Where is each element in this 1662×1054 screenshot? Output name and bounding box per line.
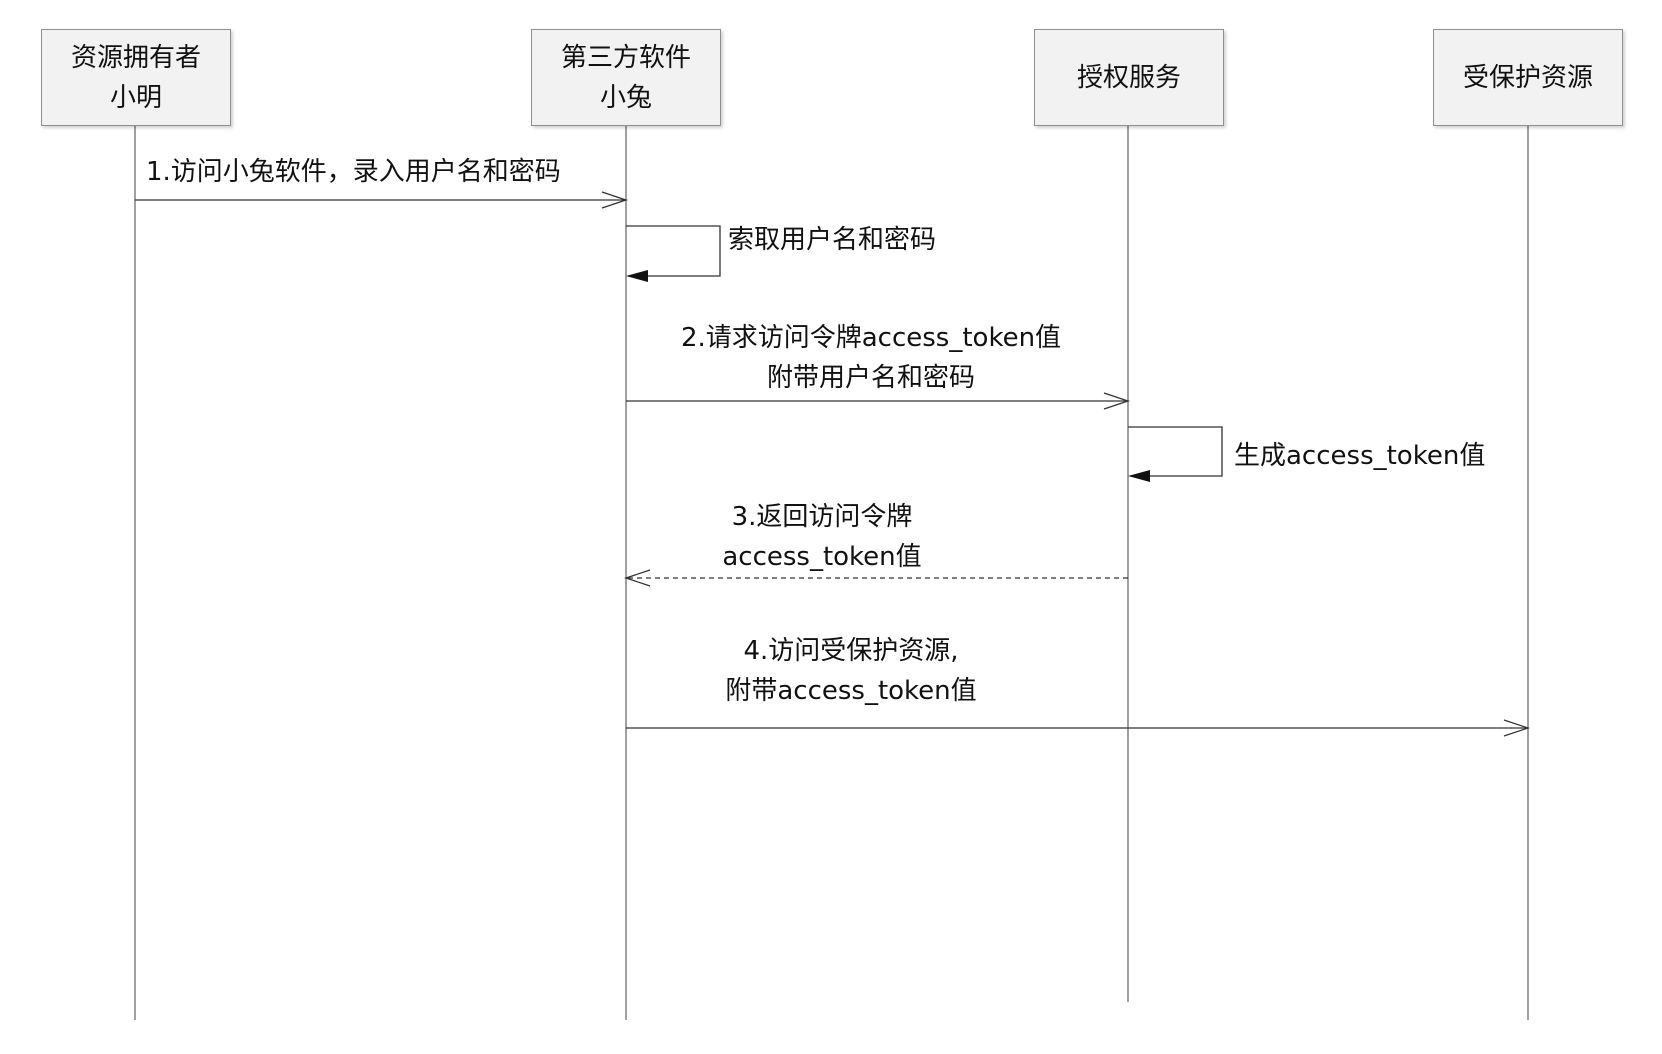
message-m2-line-1: 索取用户名和密码 — [728, 225, 937, 255]
message-m3-line-2: 附带用户名和密码 — [766, 363, 975, 393]
message-m6-line-1: 4.访问受保护资源, — [743, 636, 959, 666]
arrowhead-m2 — [626, 270, 648, 282]
arrow-m1 — [135, 191, 629, 209]
actor-owner: 资源拥有者 小明 — [41, 29, 231, 126]
message-label-m6: 4.访问受保护资源, 附带access_token值 — [725, 631, 976, 711]
message-label-m5: 3.返回访问令牌 access_token值 — [722, 497, 921, 577]
actor-resource: 受保护资源 — [1433, 29, 1623, 126]
message-m3-line-1: 2.请求访问令牌access_token值 — [680, 323, 1062, 353]
arrow-m6 — [626, 719, 1531, 737]
actor-resource-line-1: 受保护资源 — [1462, 62, 1593, 93]
message-label-m2: 索取用户名和密码 — [728, 220, 936, 260]
message-m4-line-1: 生成access_token值 — [1234, 441, 1486, 471]
arrow-m4-self — [1128, 426, 1223, 477]
arrow-m5 — [623, 569, 1128, 587]
arrow-m3 — [626, 392, 1131, 410]
message-label-m1: 1.访问小兔软件，录入用户名和密码 — [146, 152, 561, 192]
actor-auth: 授权服务 — [1034, 29, 1224, 126]
message-label-m3: 2.请求访问令牌access_token值 附带用户名和密码 — [681, 318, 1061, 398]
arrowhead-m4 — [1128, 470, 1150, 482]
actor-client-line-1: 第三方软件 — [560, 42, 691, 73]
actor-owner-line-2: 小明 — [109, 82, 162, 113]
message-m6-line-2: 附带access_token值 — [725, 676, 977, 706]
actor-owner-line-1: 资源拥有者 — [70, 42, 201, 73]
actor-auth-line-1: 授权服务 — [1076, 62, 1181, 93]
message-m1-line-1: 1.访问小兔软件，录入用户名和密码 — [146, 157, 561, 187]
message-m5-line-2: access_token值 — [722, 542, 922, 572]
actor-client-line-2: 小兔 — [599, 82, 652, 113]
message-m5-line-1: 3.返回访问令牌 — [731, 502, 913, 532]
message-label-m4: 生成access_token值 — [1234, 436, 1485, 476]
actor-client: 第三方软件 小兔 — [531, 29, 721, 126]
arrow-m2-self — [626, 225, 721, 277]
